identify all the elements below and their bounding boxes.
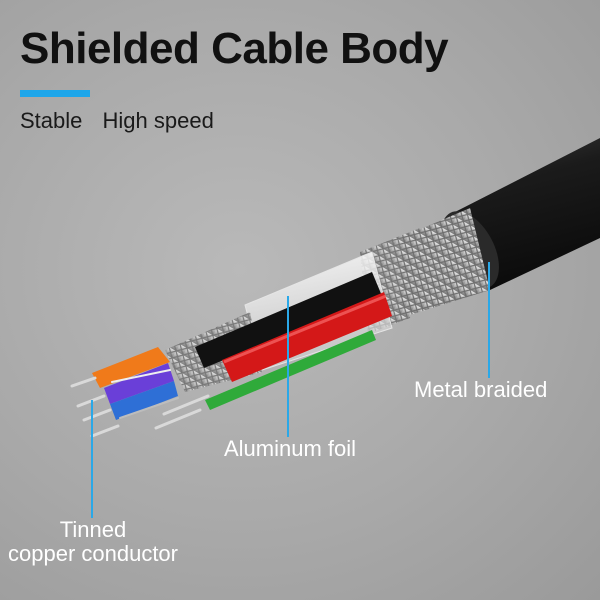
wire-green <box>205 330 376 410</box>
wire-red <box>222 292 392 382</box>
wire-blue <box>110 381 178 420</box>
label-aluminum-foil: Aluminum foil <box>224 436 357 461</box>
label-tinned-line2: copper conductor <box>8 541 178 566</box>
feature-list: Stable High speed <box>20 108 228 134</box>
label-metal-braided: Metal braided <box>414 377 548 402</box>
wire-orange <box>92 347 170 388</box>
feature-high-speed: High speed <box>102 108 214 133</box>
copper-strands <box>70 369 210 438</box>
page-title: Shielded Cable Body <box>20 24 449 73</box>
callout-leaders <box>91 262 490 518</box>
feature-stable: Stable <box>20 108 83 133</box>
accent-bar <box>20 90 90 97</box>
label-tinned-line1: Tinned <box>59 517 127 542</box>
label-tinned-copper: Tinned copper conductor <box>0 518 186 566</box>
